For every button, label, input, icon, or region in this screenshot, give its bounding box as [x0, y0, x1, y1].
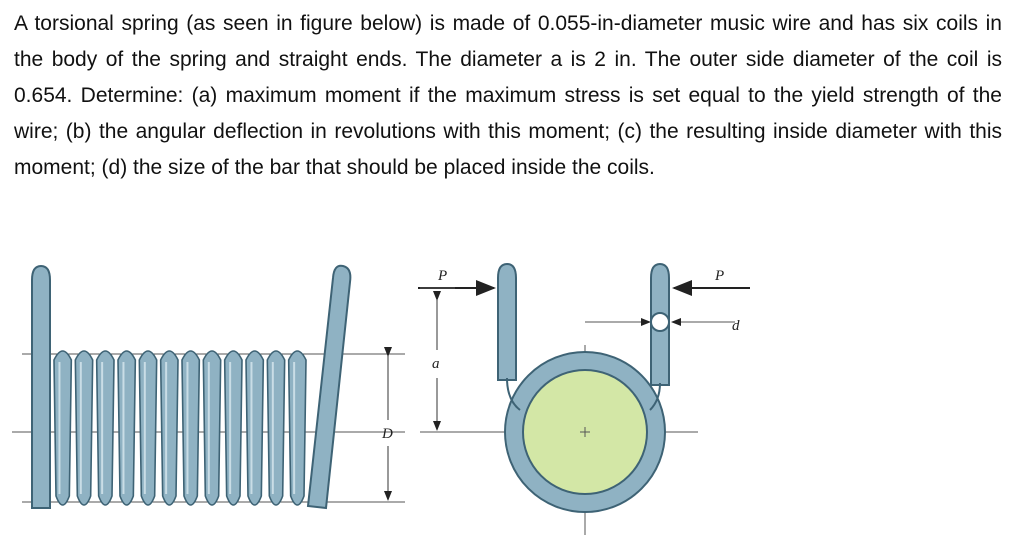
coil-turn: [223, 350, 243, 506]
coil-body: [53, 350, 307, 506]
problem-statement: A torsional spring (as seen in figure be…: [14, 12, 1002, 179]
label-P-right: P: [714, 268, 724, 284]
label-d: d: [732, 318, 740, 334]
coil-turn: [266, 350, 286, 506]
left-end-leg: [31, 264, 51, 509]
coil-turn: [74, 350, 94, 506]
torsion-spring-figure: D d P P a: [12, 262, 750, 535]
coil-turn: [202, 350, 222, 506]
label-a: a: [432, 356, 440, 372]
coil-turn: [159, 350, 179, 506]
coil-turn: [138, 350, 158, 506]
end-view-left-leg: [497, 262, 517, 381]
spring-end-view: d P P a: [418, 262, 750, 535]
coil-turn: [245, 350, 265, 506]
right-end-leg: [306, 264, 352, 510]
coil-turn: [181, 350, 201, 506]
coil-diameter-dimension: D: [381, 347, 393, 501]
coil-turn: [287, 350, 307, 506]
wire-section: [650, 312, 670, 332]
label-D: D: [381, 426, 393, 442]
label-P-left: P: [437, 268, 447, 284]
coil-turn: [53, 350, 73, 506]
spring-side-view: D: [12, 264, 405, 510]
coil-turn: [117, 350, 137, 506]
coil-turn: [95, 350, 115, 506]
